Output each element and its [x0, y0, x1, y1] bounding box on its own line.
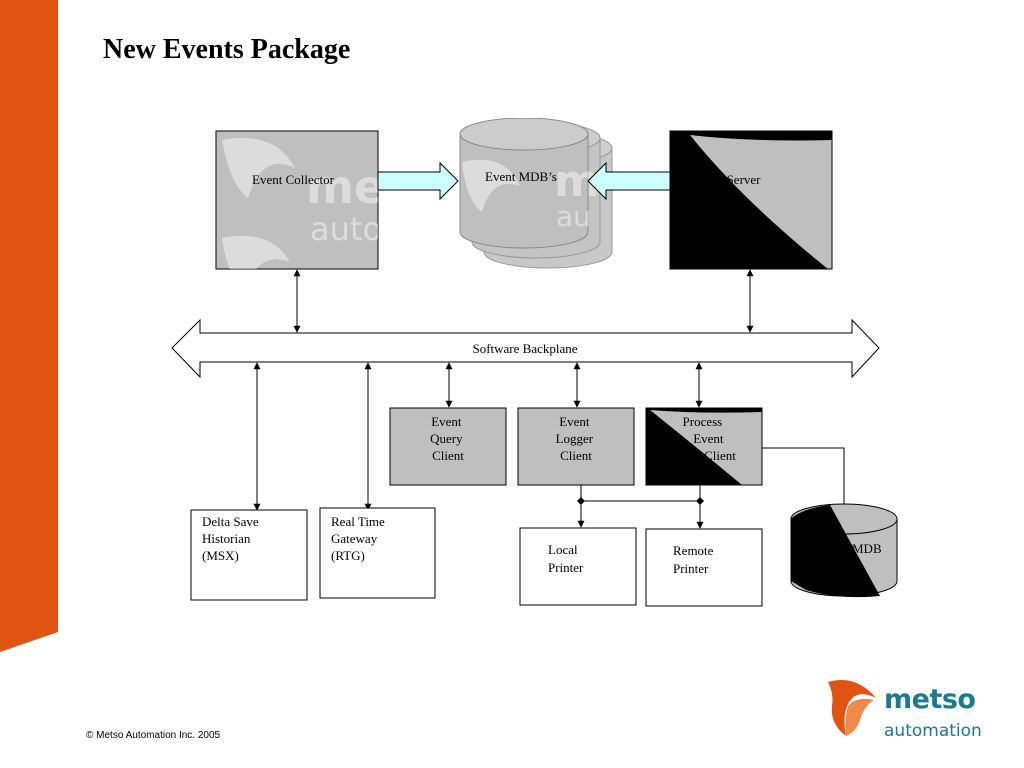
- svg-text:Event Logger Clien: Event Logger Client: [556, 414, 597, 463]
- metso-logo: metso automation: [826, 676, 1006, 746]
- svg-text:Process Event Clie: Process Event Client: [683, 414, 737, 463]
- event-collector-box: metso automation Event Collector: [215, 130, 494, 270]
- watermark-logo-subtext: automation: [310, 210, 494, 248]
- event-collector-label: Event Collector: [252, 172, 335, 187]
- delta-save-historian-box: Delta Save Historian (MSX): [190, 509, 308, 601]
- orange-sidebar: [0, 0, 58, 652]
- mdb-label: MDB: [852, 541, 882, 556]
- svg-text:Event Query Client: Event Query Client: [430, 414, 466, 463]
- event-server-box: Event Server: [669, 130, 833, 270]
- svg-text:au: au: [556, 200, 591, 233]
- svg-text:Local Printer: Local Printer: [548, 542, 584, 575]
- copyright-footer: © Metso Automation Inc. 2005: [86, 730, 221, 741]
- software-backplane: Software Backplane: [171, 318, 880, 379]
- metso-logo-icon: [828, 680, 876, 736]
- collector-to-mdb-arrow: [377, 161, 459, 201]
- svg-text:Real Time Gateway: Real Time Gateway (RTG): [331, 514, 388, 563]
- logo-subtitle: automation: [884, 721, 982, 741]
- event-mdbs-cylinders: m au Event MDB’s: [459, 118, 613, 269]
- backplane-label: Software Backplane: [472, 341, 577, 356]
- mdb-cylinder: MDB: [790, 503, 898, 598]
- logo-wordmark: metso: [884, 684, 976, 715]
- remote-printer-box: Remote Printer: [645, 528, 763, 607]
- event-mdbs-label: Event MDB’s: [485, 169, 557, 184]
- real-time-gateway-box: Real Time Gateway (RTG): [319, 507, 436, 599]
- event-logger-client-box: Event Logger Client: [517, 407, 635, 486]
- process-client-mdb-connector: [762, 447, 848, 520]
- process-event-client-box: Process Event Client: [645, 407, 763, 486]
- slide-title: New Events Package: [103, 34, 351, 65]
- event-query-client-box: Event Query Client: [389, 407, 507, 486]
- watermark-logo-text: metso: [306, 160, 466, 214]
- local-printer-box: Local Printer: [519, 527, 637, 606]
- svg-text:Delta Save Historian: Delta Save Historian (MSX): [202, 514, 262, 563]
- server-to-mdb-arrow: [587, 161, 671, 201]
- event-server-label: Event Server: [693, 172, 761, 187]
- svg-text:Remote Printer: Remote Printer: [673, 543, 717, 576]
